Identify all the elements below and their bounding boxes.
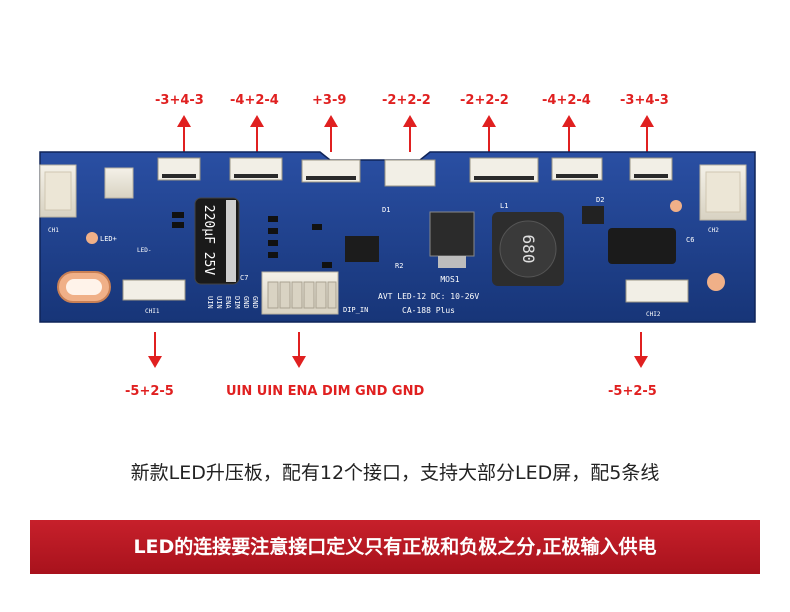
notice-banner-text: LED的连接要注意接口定义只有正极和负极之分,正极输入供电: [133, 536, 657, 558]
pin-label-uin-2: UIN: [215, 296, 223, 309]
silk-chi2: CHI2: [646, 311, 661, 318]
pin-label-gnd-2: GND: [251, 296, 259, 309]
pin-definition-label: UIN UIN ENA DIM GND GND: [226, 384, 425, 399]
connector-label-7: -3+4-3: [620, 93, 669, 108]
arrow-up-icon: [177, 115, 191, 152]
arrow-down-icon: [292, 332, 306, 368]
arrow-up-icon: [562, 115, 576, 152]
connector-label-1: -3+4-3: [155, 93, 204, 108]
notice-banner: LED的连接要注意接口定义只有正极和负极之分,正极输入供电: [30, 520, 760, 574]
silk-ch1: CH1: [48, 227, 59, 234]
silk-c6: C6: [686, 236, 694, 244]
arrow-up-icon: [640, 115, 654, 152]
board-model-line1: AVT LED-12 DC: 10-26V: [378, 292, 479, 301]
capacitor-label: 220μF 25V: [201, 205, 216, 276]
board-model-line2: CA-188 Plus: [402, 306, 455, 315]
pin-label-dim: DIM: [233, 296, 241, 309]
pin-label-ena: ENA: [224, 296, 232, 309]
silk-d1: D1: [382, 206, 390, 214]
inductor-label: 680: [519, 235, 538, 264]
arrow-up-icon: [403, 115, 417, 152]
silk-chi1: CHI1: [145, 308, 160, 315]
arrow-down-icon: [634, 332, 648, 368]
connector-label-6: -4+2-4: [542, 93, 591, 108]
product-description: 新款LED升压板，配有12个接口，支持大部分LED屏，配5条线: [130, 462, 660, 484]
connector-label-4: -2+2-2: [382, 93, 431, 108]
silk-c7: C7: [240, 274, 248, 282]
arrow-up-icon: [482, 115, 496, 152]
silk-l1: L1: [500, 202, 508, 210]
connector-label-2: -4+2-4: [230, 93, 279, 108]
silk-d2: D2: [596, 196, 604, 204]
connector-label-3: +3-9: [312, 93, 347, 108]
connector-label-bottom-right: -5+2-5: [608, 384, 657, 399]
dip-label: DIP_IN: [343, 306, 368, 314]
silk-led-minus: LED-: [137, 247, 151, 254]
connector-label-bottom-left: -5+2-5: [125, 384, 174, 399]
arrow-down-icon: [148, 332, 162, 368]
arrow-up-icon: [324, 115, 338, 152]
silk-led-plus: LED+: [100, 235, 117, 243]
connector-label-5: -2+2-2: [460, 93, 509, 108]
silk-ch2: CH2: [708, 227, 719, 234]
mos-label: MOS1: [440, 275, 459, 284]
pin-label-uin-1: UIN: [206, 296, 214, 309]
arrow-up-icon: [250, 115, 264, 152]
led-boost-board: 220μF 25V MOS1 680 CH1 CH2 CHI1 CHI2 LED…: [39, 151, 756, 323]
pin-label-gnd-1: GND: [242, 296, 250, 309]
silk-r2: R2: [395, 262, 403, 270]
